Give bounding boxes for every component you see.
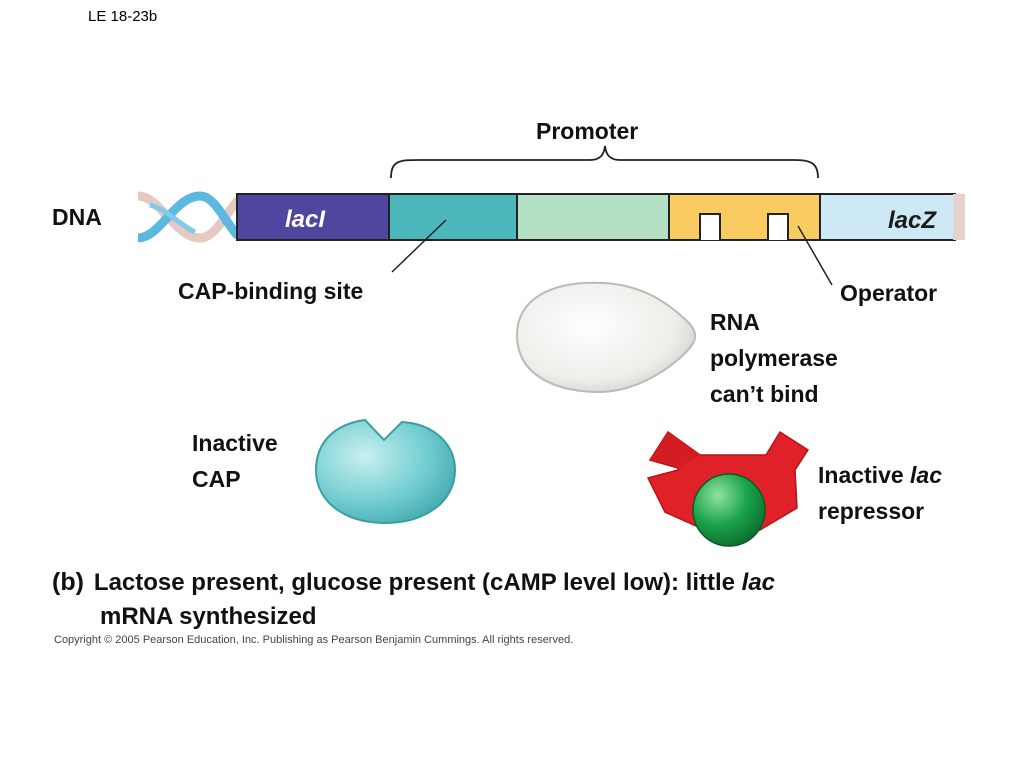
rna-polymerase-shape [515,281,697,394]
dna-bar [236,193,965,241]
rna-polymerase-label: RNA polymerase can’t bind [710,309,838,407]
cap-site-pointer [391,219,447,273]
operator-label: Operator [840,280,938,306]
lac-repressor-shape [646,430,810,547]
cap-binding-site-label: CAP-binding site [178,278,364,304]
dna-label: DNA [52,204,102,230]
operator-segment [668,193,821,241]
inactive-cap-shape [314,418,457,525]
lacz-label: lacZ [888,207,937,234]
laci-label: lacI [285,206,326,233]
operator-pointer [797,225,833,286]
copyright-notice: Copyright © 2005 Pearson Education, Inc.… [54,634,574,646]
inducer-molecule [692,473,766,547]
promoter-label: Promoter [536,118,639,144]
figure-caption: (b)Lactose present, glucose present (cAM… [52,568,776,630]
slide-id: LE 18-23b [88,8,158,25]
promoter-segment [516,193,670,241]
promoter-brace [390,145,819,179]
dna-helix [137,191,242,243]
lacz-gene [819,193,956,241]
panel-letter: (b) [52,568,84,596]
cap-binding-segment [388,193,518,241]
inactive-cap-label: Inactive CAP [192,430,278,492]
lac-repressor-label: Inactive lac repressor [818,462,943,524]
